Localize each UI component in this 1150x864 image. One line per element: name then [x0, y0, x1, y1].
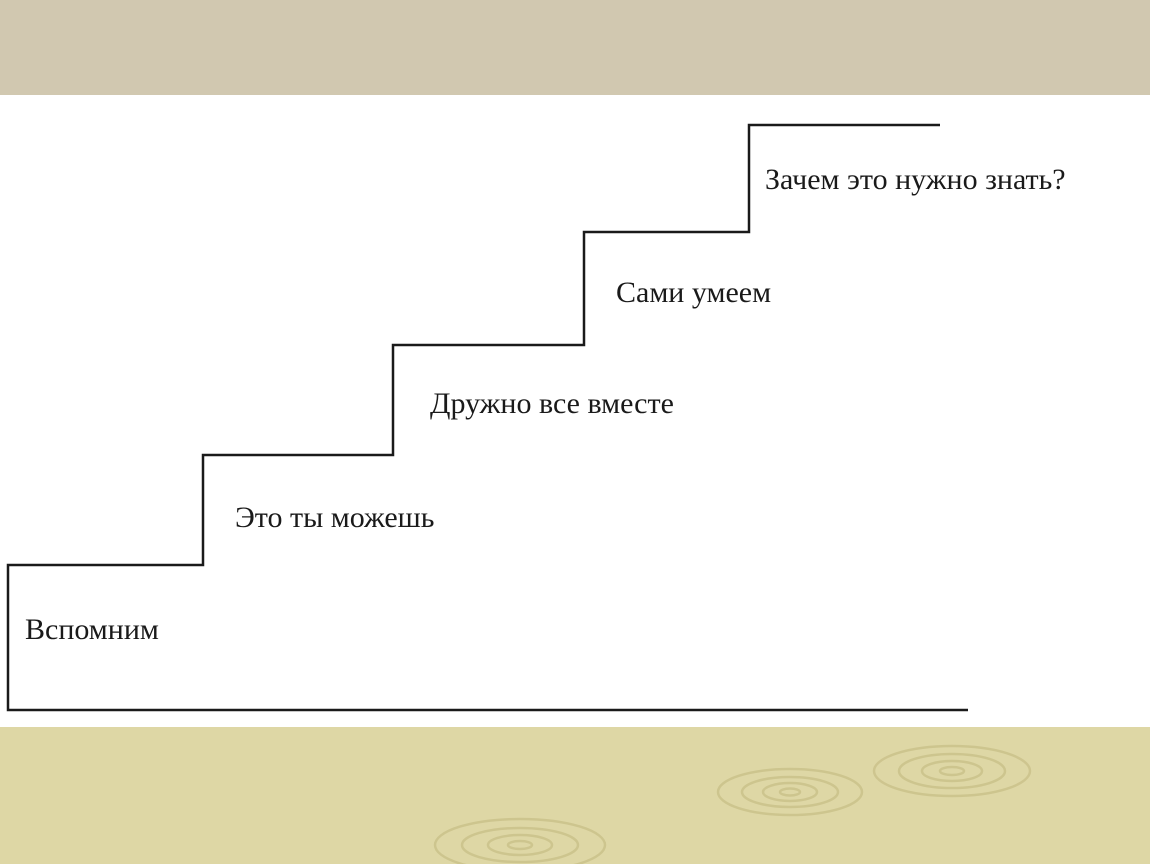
ripple-group-middle: [716, 767, 864, 817]
step-label-eto-ty-mozhesh: Это ты можешь: [235, 501, 435, 534]
step-label-sami-umeem: Сами умеем: [616, 276, 772, 309]
top-band: [0, 0, 1150, 95]
ripple-group-right: [872, 744, 1032, 798]
step-label-druzhno-vse-vmeste: Дружно все вместе: [430, 387, 674, 420]
step-label-zachem-eto-nuzhno-znat: Зачем это нужно знать?: [765, 163, 1066, 196]
ripple-decoration: [433, 744, 1032, 864]
ripple-group-left: [433, 817, 607, 864]
step-label-vspomnim: Вспомним: [25, 613, 159, 646]
staircase-line: [6, 123, 968, 712]
bottom-band: [0, 727, 1150, 864]
